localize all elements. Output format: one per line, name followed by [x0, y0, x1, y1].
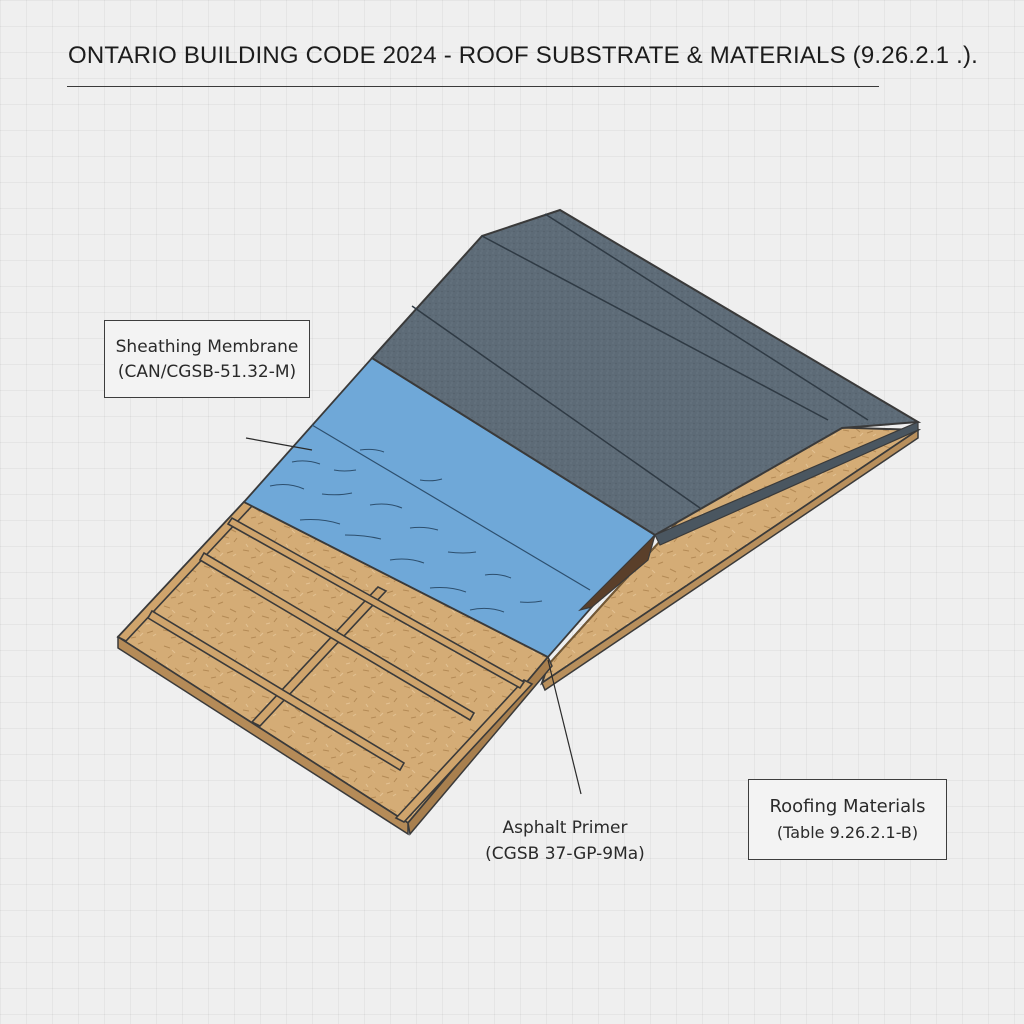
shingle-course-lines	[411, 213, 869, 509]
shingle-drip-edge	[654, 421, 919, 546]
roofing-materials-callout: Roofing Materials (Table 9.26.2.1-B)	[748, 779, 947, 860]
rafter-edge-right	[394, 679, 534, 823]
roofing-materials-label: Roofing Materials	[769, 796, 926, 817]
fascia-strip	[541, 428, 919, 692]
shingle-course-3	[544, 213, 869, 421]
purlin-2	[198, 551, 476, 722]
membrane-lap-line	[311, 424, 591, 591]
asphalt-primer-label: Asphalt Primer	[502, 818, 628, 838]
sheathing-membrane-standard: (CAN/CGSB-51.32-M)	[117, 362, 297, 382]
purlin-3	[226, 516, 526, 690]
roofing-materials-reference: (Table 9.26.2.1-B)	[776, 823, 919, 842]
purlin-1	[146, 609, 406, 772]
asphalt-primer-callout: Asphalt Primer (CGSB 37-GP-9Ma)	[480, 815, 650, 867]
asphalt-primer-standard: (CGSB 37-GP-9Ma)	[485, 844, 645, 864]
asphalt-primer-strip	[578, 532, 657, 612]
page-title: ONTARIO BUILDING CODE 2024 - ROOF SUBSTR…	[68, 42, 979, 69]
deck-edge-left	[117, 635, 409, 836]
leader-asphalt-primer	[547, 659, 582, 795]
shingle-course-2	[481, 235, 829, 421]
shingle-course-1	[411, 305, 701, 509]
leader-sheathing-membrane	[245, 437, 313, 451]
framing-members	[116, 501, 534, 823]
sheathing-membrane-label: Sheathing Membrane	[115, 337, 299, 357]
sheathing-membrane-callout: Sheathing Membrane (CAN/CGSB-51.32-M)	[104, 320, 310, 398]
title-underline	[67, 86, 879, 87]
membrane-wrinkles	[269, 448, 543, 613]
